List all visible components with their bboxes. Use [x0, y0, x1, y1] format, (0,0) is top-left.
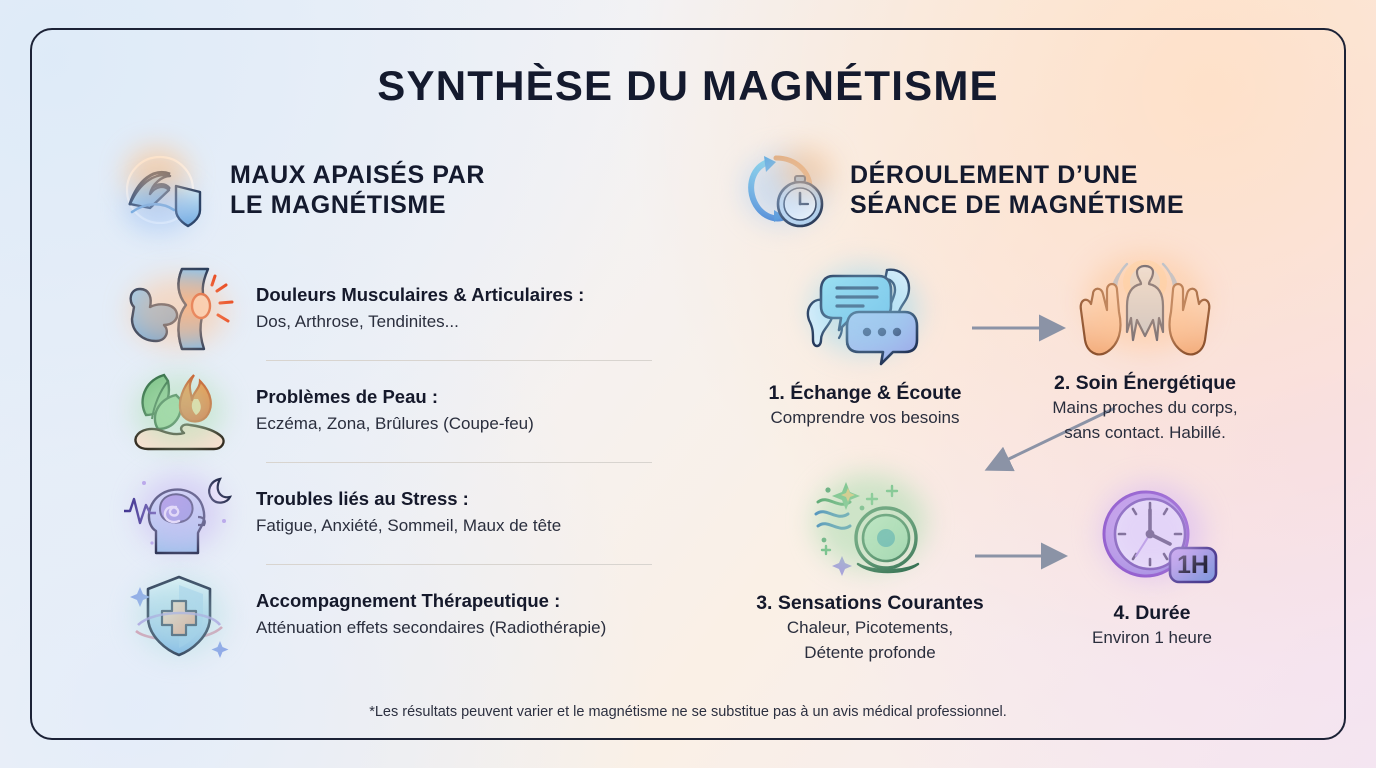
- page-title: SYNTHÈSE DU MAGNÉTISME: [377, 62, 999, 109]
- session-heading-line2: SÉANCE DE MAGNÉTISME: [850, 191, 1185, 219]
- session-column: DÉROULEMENT D’UNE SÉANCE DE MAGNÉTISME: [740, 142, 1285, 756]
- step-subtitle-line1: Environ 1 heure: [1091, 628, 1213, 647]
- list-item[interactable]: Accompagnement Thérapeutique : Atténuati…: [120, 564, 680, 666]
- leaf-flame-hand-icon: [120, 363, 238, 459]
- ailments-heading-line1: MAUX APAISÉS PAR: [230, 160, 485, 189]
- clock-1h-icon: 1H: [1082, 478, 1222, 596]
- list-item[interactable]: Troubles liés au Stress : Fatigue, Anxié…: [120, 462, 680, 564]
- list-item-text: Douleurs Musculaires & Articulaires : Do…: [252, 283, 584, 335]
- step-title: 2. Soin Énergétique: [1053, 372, 1237, 394]
- step-1[interactable]: 1. Échange & Écoute Comprendre vos besoi…: [730, 258, 1000, 430]
- head-stress-moon-icon: [120, 465, 238, 561]
- step-subtitle-line2: sans contact. Habillé.: [1064, 422, 1226, 442]
- step-2[interactable]: 2. Soin Énergétique Mains proches du cor…: [1010, 248, 1280, 445]
- list-item-subtitle: Dos, Arthrose, Tendinites...: [256, 312, 459, 332]
- list-item[interactable]: Problèmes de Peau : Eczéma, Zona, Brûlur…: [120, 360, 680, 462]
- step-subtitle-line1: Chaleur, Picotements,: [786, 618, 954, 637]
- medical-shield-icon: [120, 567, 238, 663]
- step-4[interactable]: 1H 4. Durée Environ 1 heure: [1017, 478, 1287, 650]
- list-item-subtitle: Atténuation effets secondaires (Radiothé…: [256, 618, 607, 638]
- joint-pain-icon: [120, 261, 238, 357]
- ailments-heading-line2: LE MAGNÉTISME: [230, 191, 447, 219]
- speech-ears-icon: [795, 258, 935, 376]
- step-title: 1. Échange & Écoute: [768, 382, 962, 404]
- session-heading-line1: DÉROULEMENT D’UNE: [850, 160, 1138, 189]
- healing-hands-icon: [1075, 248, 1215, 366]
- ailments-heading: MAUX APAISÉS PAR LE MAGNÉTISME: [120, 142, 680, 238]
- ailments-column: MAUX APAISÉS PAR LE MAGNÉTISME: [120, 142, 680, 666]
- list-item[interactable]: Douleurs Musculaires & Articulaires : Do…: [120, 258, 680, 360]
- ailments-list: Douleurs Musculaires & Articulaires : Do…: [120, 258, 680, 666]
- session-heading-text: DÉROULEMENT D’UNE SÉANCE DE MAGNÉTISME: [850, 160, 1184, 221]
- list-item-title: Troubles liés au Stress :: [256, 488, 469, 510]
- step-subtitle-line1: Comprendre vos besoins: [770, 408, 960, 427]
- list-item-subtitle: Fatigue, Anxiété, Sommeil, Maux de tête: [256, 516, 562, 536]
- list-item-title: Accompagnement Thérapeutique :: [256, 590, 561, 612]
- energy-waves-icon: [800, 468, 940, 586]
- list-item-title: Problèmes de Peau :: [256, 386, 438, 408]
- list-item-text: Problèmes de Peau : Eczéma, Zona, Brûlur…: [252, 385, 534, 437]
- wave-shield-icon: [120, 146, 212, 234]
- session-steps: 1. Échange & Écoute Comprendre vos besoi…: [740, 254, 1287, 756]
- step-title: 3. Sensations Courantes: [756, 592, 984, 614]
- list-item-title: Douleurs Musculaires & Articulaires :: [256, 284, 585, 306]
- list-item-text: Accompagnement Thérapeutique : Atténuati…: [252, 589, 606, 641]
- step-subtitle-line2: Détente profonde: [804, 642, 936, 662]
- ailments-heading-text: MAUX APAISÉS PAR LE MAGNÉTISME: [230, 160, 485, 221]
- footnote: *Les résultats peuvent varier et le magn…: [369, 704, 1007, 720]
- list-item-subtitle: Eczéma, Zona, Brûlures (Coupe-feu): [256, 414, 534, 434]
- step-subtitle-line1: Mains proches du corps,: [1052, 398, 1238, 417]
- step-3[interactable]: 3. Sensations Courantes Chaleur, Picotem…: [735, 468, 1005, 665]
- list-item-text: Troubles liés au Stress : Fatigue, Anxié…: [252, 487, 561, 539]
- refresh-stopwatch-icon: [740, 146, 832, 234]
- step-title: 4. Durée: [1113, 602, 1191, 624]
- poster-frame: [30, 28, 1346, 740]
- session-heading: DÉROULEMENT D’UNE SÉANCE DE MAGNÉTISME: [740, 142, 1285, 238]
